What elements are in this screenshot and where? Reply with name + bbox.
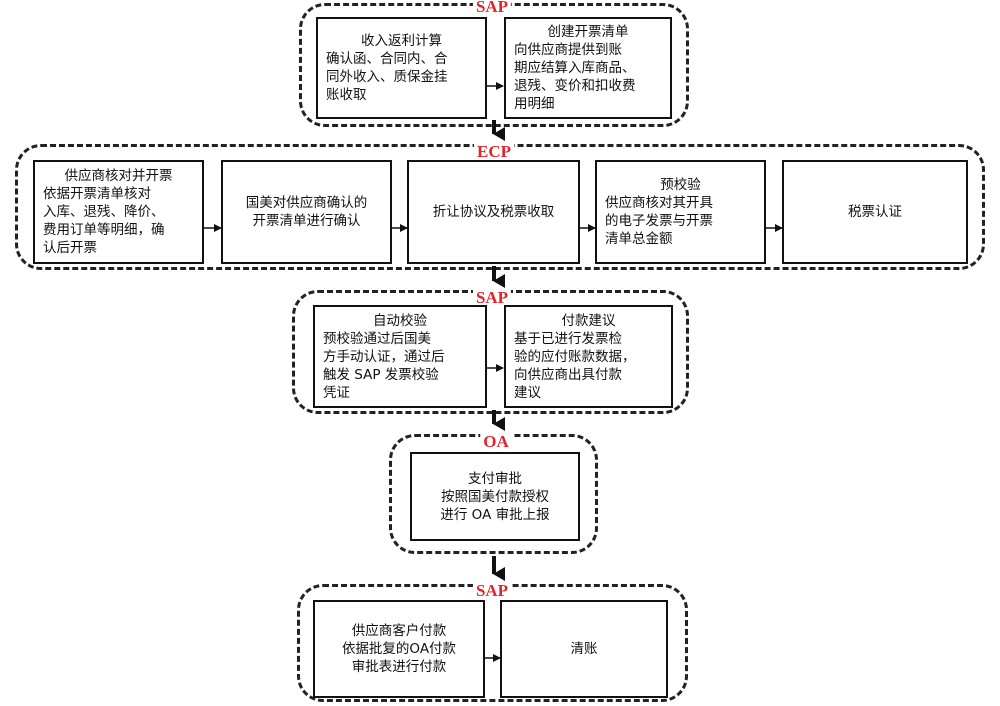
auto-verify-title: 自动校验: [373, 312, 427, 329]
rebate-calc-box: 收入返利计算 确认函、合同内、合 同外收入、质保金挂 账收取: [316, 17, 487, 119]
payment-approval-line: 按照国美付款授权: [441, 488, 549, 505]
payment-suggest-line: 建议: [514, 384, 541, 401]
rebate-calc-line: 账收取: [326, 87, 367, 103]
payment-approval-title: 支付审批: [468, 470, 522, 487]
supplier-check-line: 认后开票: [43, 240, 97, 256]
payment-suggest-title: 付款建议: [561, 312, 616, 329]
payment-suggest-line: 基于已进行发票检: [514, 330, 622, 347]
gome-confirm-line: 国美对供应商确认的: [245, 195, 368, 211]
supplier-payment-box: 供应商客户付款 依据批复的OA付款 审批表进行付款: [313, 600, 485, 698]
payment-approval-line: 进行 OA 审批上报: [440, 506, 550, 523]
payment-approval-box: 支付审批 按照国美付款授权 进行 OA 审批上报: [410, 452, 580, 541]
clear-account-line: 清账: [570, 641, 598, 657]
create-invoice-list-line: 向供应商提供到账: [514, 42, 622, 58]
auto-verify-box: 自动校验 预校验通过后国美 方手动认证，通过后 触发 SAP 发票校验 凭证: [313, 305, 487, 408]
payment-suggest-line: 向供应商出具付款: [514, 366, 622, 383]
pre-verify-line: 清单总金额: [605, 231, 673, 247]
supplier-payment-title: 供应商客户付款: [351, 623, 447, 639]
pre-verify-line: 供应商核对其开具: [605, 195, 713, 211]
sap-group-3-label: SAP: [472, 582, 512, 600]
supplier-payment-line: 审批表进行付款: [351, 659, 447, 675]
tax-cert-line: 税票认证: [848, 204, 902, 220]
create-invoice-list-line: 期应结算入库商品、: [514, 60, 636, 76]
supplier-check-line: 费用订单等明细，确: [43, 222, 165, 238]
rebate-calc-line: 同外收入、质保金挂: [326, 69, 448, 85]
supplier-check-box: 供应商核对并开票 依据开票清单核对 入库、退残、降价、 费用订单等明细，确 认后…: [33, 160, 204, 264]
create-invoice-list-box: 创建开票清单 向供应商提供到账 期应结算入库商品、 退残、变价和扣收费 用明细: [504, 17, 672, 119]
sap-group-1-label: SAP: [472, 0, 512, 16]
rebate-calc-title: 收入返利计算: [361, 33, 442, 49]
auto-verify-line: 触发 SAP 发票校验: [323, 366, 439, 383]
create-invoice-list-title: 创建开票清单: [547, 24, 629, 40]
auto-verify-line: 凭证: [323, 384, 350, 401]
pre-verify-box: 预校验 供应商核对其开具 的电子发票与开票 清单总金额: [595, 160, 766, 264]
tax-cert-box: 税票认证: [782, 160, 968, 264]
rebate-calc-line: 确认函、合同内、合: [326, 51, 448, 67]
oa-group-label: OA: [480, 433, 512, 451]
sap-group-2-label: SAP: [472, 289, 512, 307]
gome-confirm-box: 国美对供应商确认的 开票清单进行确认: [221, 160, 392, 264]
supplier-check-line: 入库、退残、降价、: [43, 204, 165, 220]
clear-account-box: 清账: [500, 600, 668, 698]
auto-verify-line: 预校验通过后国美: [323, 330, 431, 347]
payment-suggest-box: 付款建议 基于已进行发票检 验的应付账款数据， 向供应商出具付款 建议: [504, 305, 673, 408]
create-invoice-list-line: 用明细: [514, 96, 555, 112]
auto-verify-line: 方手动认证，通过后: [323, 348, 445, 365]
supplier-check-title: 供应商核对并开票: [64, 168, 173, 184]
payment-suggest-line: 验的应付账款数据，: [514, 348, 636, 365]
discount-tax-box: 折让协议及税票收取: [407, 160, 580, 264]
pre-verify-line: 的电子发票与开票: [605, 213, 713, 229]
create-invoice-list-line: 退残、变价和扣收费: [514, 78, 636, 94]
pre-verify-title: 预校验: [660, 177, 701, 193]
supplier-payment-line: 依据批复的OA付款: [341, 641, 457, 657]
discount-tax-line: 折让协议及税票收取: [432, 204, 555, 220]
gome-confirm-line: 开票清单进行确认: [252, 213, 361, 229]
supplier-check-line: 依据开票清单核对: [43, 186, 151, 202]
ecp-group-label: ECP: [474, 143, 514, 161]
